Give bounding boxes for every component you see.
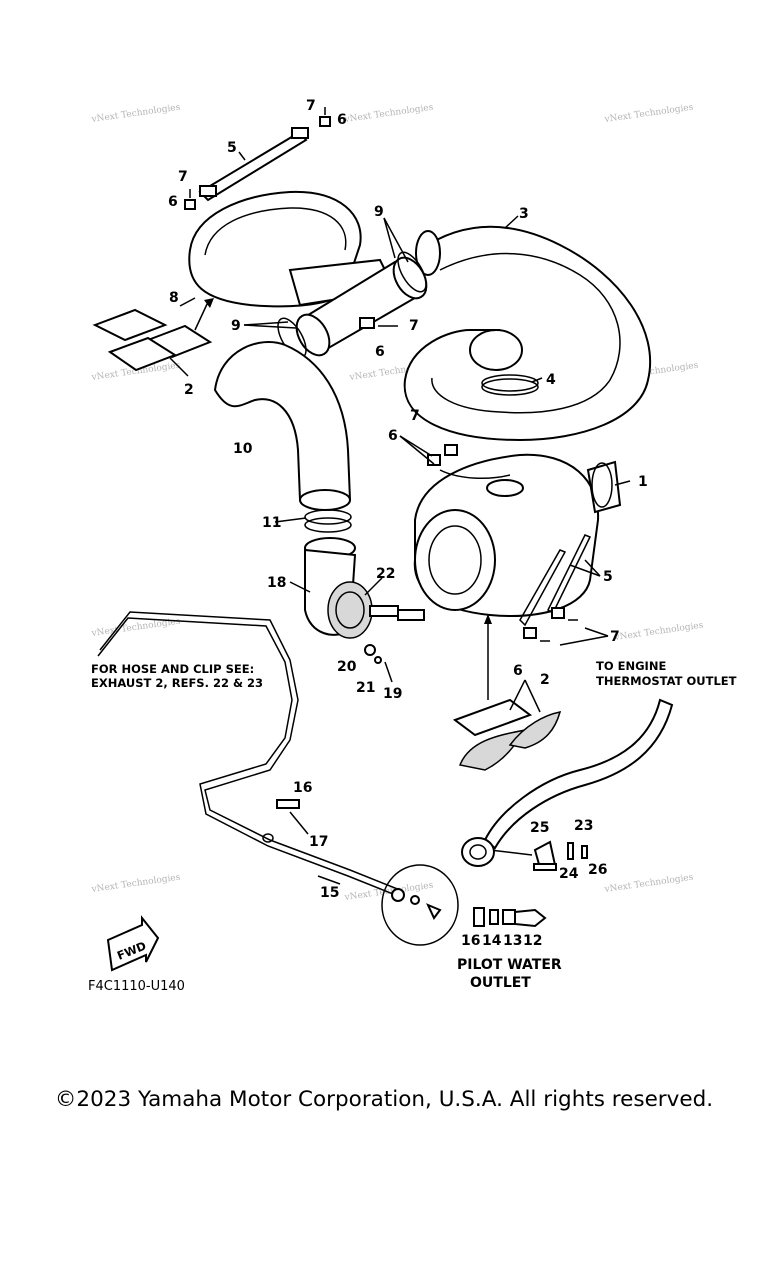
part-2-pads xyxy=(92,308,213,372)
callout-25: 25 xyxy=(530,820,549,836)
callout-2: 2 xyxy=(184,382,194,398)
callout-19: 19 xyxy=(383,686,402,702)
pilot-parts-12-16 xyxy=(473,907,547,928)
watermark: vNext Technologies xyxy=(603,873,694,896)
fwd-arrow-badge: FWD xyxy=(106,915,160,972)
part-15-tube xyxy=(97,611,401,897)
callout-leaders xyxy=(169,151,631,885)
callout-5: 5 xyxy=(227,140,237,156)
callout-12: 12 xyxy=(523,933,542,949)
callout-6: 6 xyxy=(513,663,523,679)
pilot-water-fitting xyxy=(461,837,588,871)
watermark: vNext Technologies xyxy=(603,103,694,126)
hose-clip-note-line2: EXHAUST 2, REFS. 22 & 23 xyxy=(91,676,263,690)
callout-3: 3 xyxy=(519,206,529,222)
callout-numbers: 7 6 5 7 6 3 9 8 9 7 6 2 4 7 6 10 1 11 22… xyxy=(168,98,648,949)
watermark: vNext Technologies xyxy=(90,103,181,126)
pilot-water-note-line1: PILOT WATER xyxy=(457,957,562,973)
callout-16: 16 xyxy=(461,933,480,949)
part-8-cover-housing xyxy=(188,190,397,308)
copyright-notice: ©2023 Yamaha Motor Corporation, U.S.A. A… xyxy=(54,1087,714,1112)
brackets-6-7-upper xyxy=(427,444,511,480)
pilot-water-note-line2: OUTLET xyxy=(470,975,531,991)
part-5-strap xyxy=(198,127,309,202)
callout-8: 8 xyxy=(169,290,179,306)
callout-20: 20 xyxy=(337,659,357,675)
thermostat-hose xyxy=(483,698,674,850)
callout-5: 5 xyxy=(603,569,613,585)
callout-4: 4 xyxy=(546,372,556,388)
callout-9: 9 xyxy=(374,204,384,220)
callout-26: 26 xyxy=(588,862,607,878)
callout-15: 15 xyxy=(320,885,339,901)
thermostat-note-line1: TO ENGINE xyxy=(596,659,666,673)
part-4-clamp xyxy=(481,374,539,396)
part-2-pads-lower xyxy=(452,698,562,771)
callout-9: 9 xyxy=(231,318,241,334)
callout-6: 6 xyxy=(168,194,178,210)
callout-7: 7 xyxy=(178,169,188,185)
callout-14: 14 xyxy=(482,933,502,949)
watermark: vNext Technologies xyxy=(90,873,181,896)
brackets-6-7 xyxy=(523,607,578,642)
thermostat-note-line2: THERMOSTAT OUTLET xyxy=(596,674,737,688)
part-10-elbow-duct xyxy=(213,341,352,511)
callout-1: 1 xyxy=(638,474,648,490)
callout-11: 11 xyxy=(262,515,281,531)
watermark: vNext Technologies xyxy=(343,103,434,126)
callout-7: 7 xyxy=(306,98,316,114)
callout-7: 7 xyxy=(409,318,419,334)
callout-24: 24 xyxy=(559,866,579,882)
part-11-clamps xyxy=(304,509,352,533)
fastener-19-20-21 xyxy=(364,644,393,683)
callout-6: 6 xyxy=(375,344,385,360)
bracket-6-screw-7 xyxy=(359,317,398,329)
hose-clip-note-line1: FOR HOSE AND CLIP SEE: xyxy=(91,662,254,676)
callout-7: 7 xyxy=(410,408,420,424)
watermark: vNext Technologies xyxy=(613,621,704,644)
callout-7: 7 xyxy=(610,629,620,645)
callout-21: 21 xyxy=(356,680,375,696)
part-22-blower xyxy=(327,581,425,639)
callout-17: 17 xyxy=(309,834,328,850)
callout-2: 2 xyxy=(540,672,550,688)
callout-6: 6 xyxy=(337,112,347,128)
callout-22: 22 xyxy=(376,566,395,582)
callout-23: 23 xyxy=(574,818,593,834)
callout-10: 10 xyxy=(233,441,253,457)
callout-6: 6 xyxy=(388,428,398,444)
diagram-code: F4C1110-U140 xyxy=(88,979,185,994)
callout-18: 18 xyxy=(267,575,286,591)
fastener-6-7 xyxy=(184,107,331,210)
part-3-loop-duct xyxy=(403,225,652,442)
parts-16-17 xyxy=(262,799,300,843)
callout-16: 16 xyxy=(293,780,312,796)
detail-circle xyxy=(381,864,459,946)
callout-13: 13 xyxy=(503,933,522,949)
part-1-air-filter xyxy=(413,453,622,617)
